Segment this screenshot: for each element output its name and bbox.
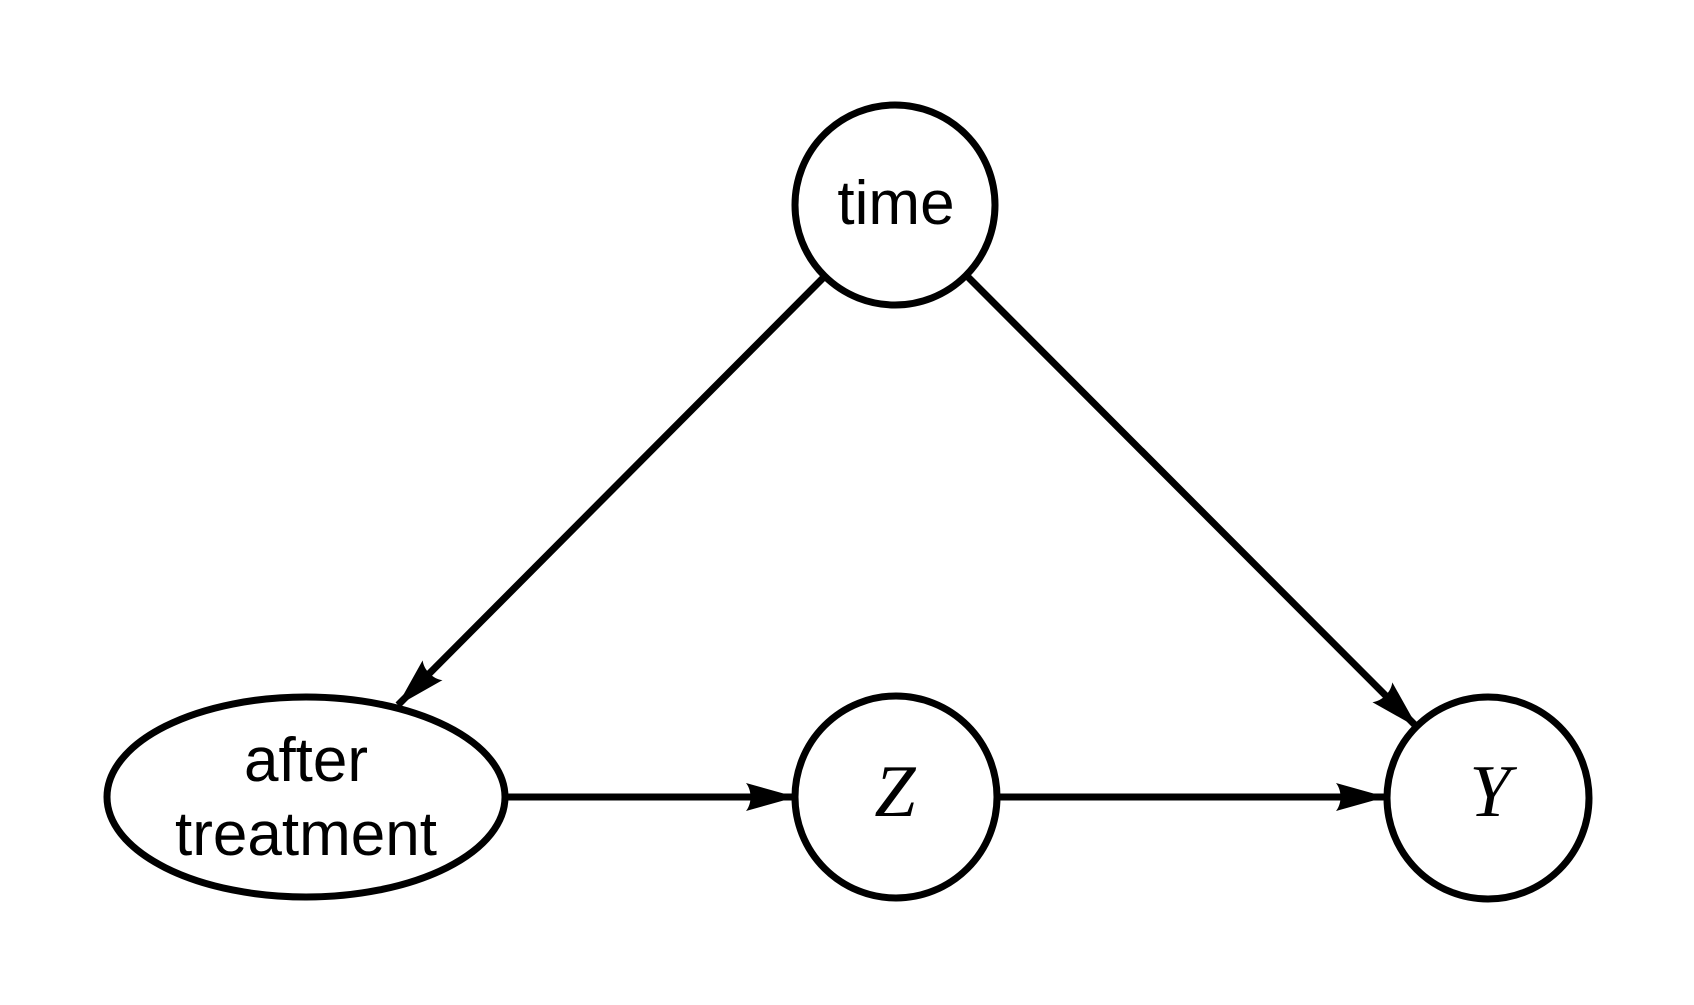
node-time: time	[791, 101, 999, 309]
node-after-treatment-label-line2: treatment	[175, 800, 437, 869]
node-z-shape	[791, 692, 1001, 902]
node-z-label: Z	[874, 751, 916, 833]
node-y: Y	[1383, 693, 1593, 903]
edge-time-to-y	[964, 273, 1420, 730]
node-z: Z	[791, 692, 1001, 902]
node-time-label: time	[837, 169, 954, 238]
node-after-treatment-label-line1: after	[244, 726, 368, 795]
node-y-label: Y	[1469, 751, 1517, 833]
edge-time-to-after-treatment	[395, 273, 828, 708]
node-time-shape	[791, 101, 999, 309]
node-after-treatment: after treatment	[103, 693, 509, 901]
node-y-shape	[1383, 693, 1593, 903]
node-after-treatment-shape	[103, 693, 509, 901]
